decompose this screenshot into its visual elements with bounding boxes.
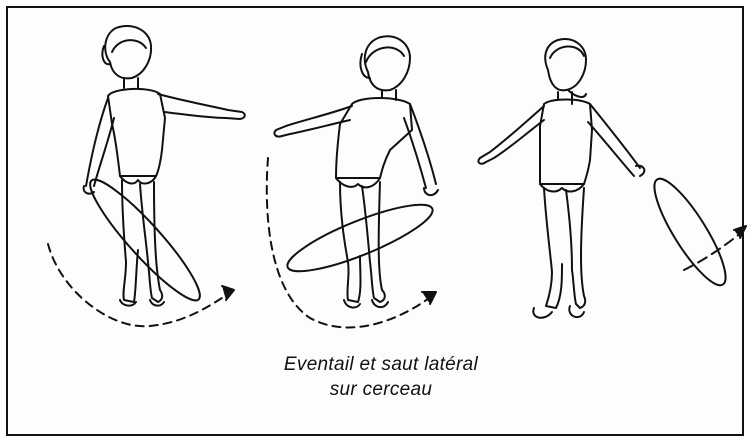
gymnast-2-head [365, 36, 410, 90]
gymnast-2-legs [340, 182, 385, 302]
gymnast-3-hoop [644, 171, 737, 293]
caption-line-1: Eventail et saut latéral [4, 354, 754, 376]
gymnast-2-arrow-icon [422, 292, 436, 304]
gymnast-3-legs [544, 188, 585, 308]
gymnast-1 [48, 26, 245, 326]
gymnast-1-arm-right [158, 94, 245, 119]
gymnast-3-arm-left [478, 106, 544, 164]
gymnast-2-motion-arc [267, 158, 432, 327]
gymnast-3-arrow-icon [734, 226, 746, 238]
gymnast-1-arrow-icon [222, 286, 234, 300]
caption-line-2: sur cerceau [4, 379, 754, 401]
gymnast-1-motion-arc [48, 244, 232, 326]
gymnast-3-arm-right [588, 104, 640, 176]
gymnast-2 [267, 36, 439, 327]
gymnast-2-arm-left [274, 106, 352, 137]
gymnast-1-torso [108, 89, 165, 176]
gymnast-1-legs [122, 180, 162, 302]
gymnast-3-torso [540, 100, 592, 185]
gymnast-2-torso [336, 98, 412, 178]
gymnast-2-arm-right [404, 104, 436, 188]
gymnast-3 [478, 39, 746, 318]
